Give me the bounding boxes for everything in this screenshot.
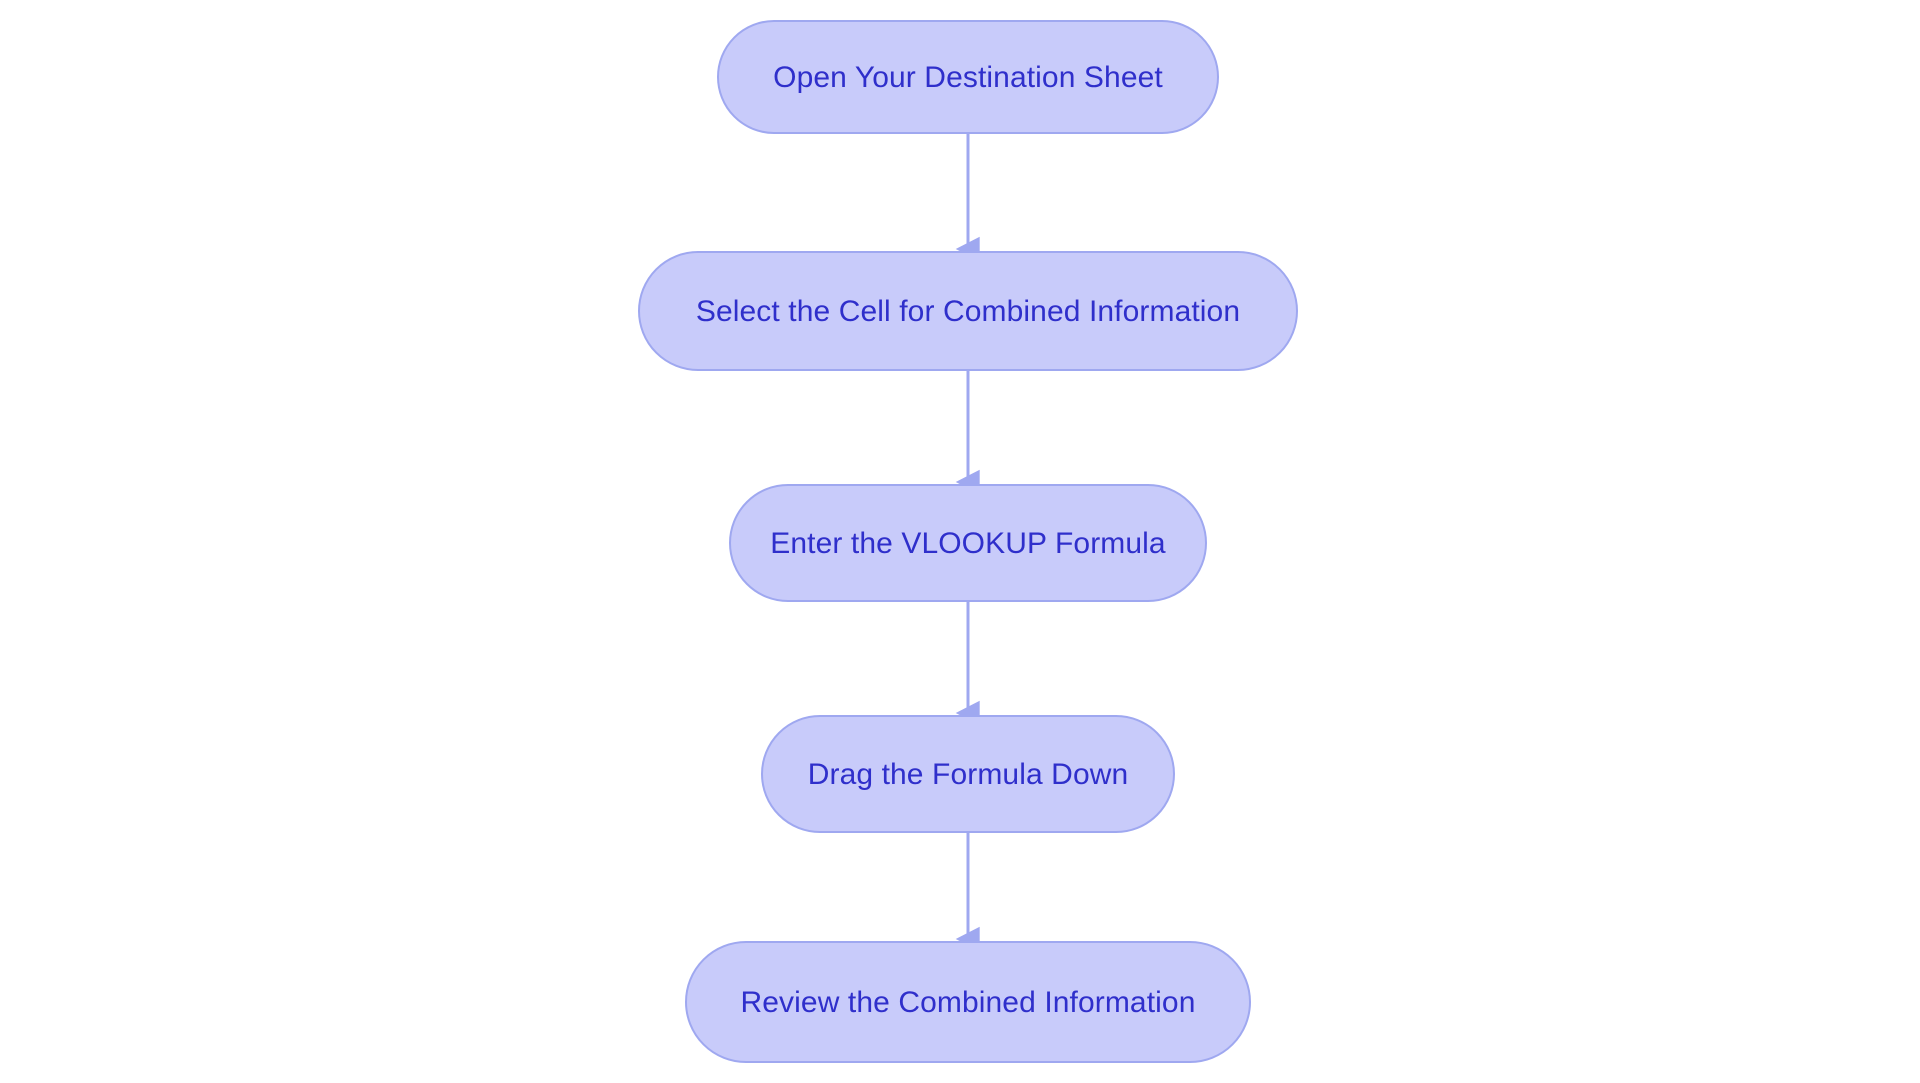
flow-node-1[interactable]: Open Your Destination Sheet — [717, 20, 1219, 134]
flow-node-5[interactable]: Review the Combined Information — [685, 941, 1251, 1063]
flow-node-5-label: Review the Combined Information — [740, 985, 1196, 1019]
flow-node-3-label: Enter the VLOOKUP Formula — [770, 526, 1166, 560]
flow-node-2-label: Select the Cell for Combined Information — [695, 294, 1241, 328]
flow-node-3[interactable]: Enter the VLOOKUP Formula — [729, 484, 1207, 602]
flow-node-1-label: Open Your Destination Sheet — [773, 60, 1163, 94]
flow-node-4-label: Drag the Formula Down — [807, 757, 1129, 791]
flow-node-4[interactable]: Drag the Formula Down — [761, 715, 1175, 833]
flow-node-2[interactable]: Select the Cell for Combined Information — [638, 251, 1298, 371]
